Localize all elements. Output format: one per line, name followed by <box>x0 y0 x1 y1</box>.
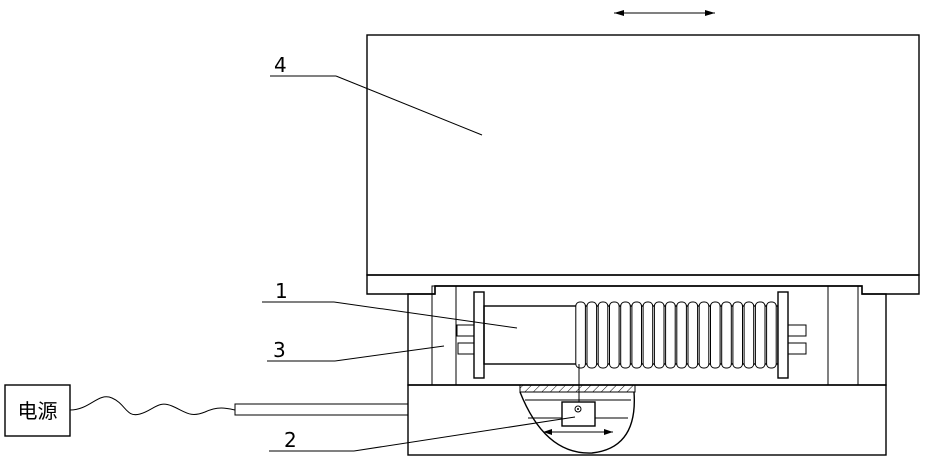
coil-turn <box>620 301 631 369</box>
label-part-4: 4 <box>274 53 287 77</box>
coil-turn <box>754 301 766 369</box>
power-source-label: 电源 <box>18 399 58 423</box>
power-wire <box>69 396 236 416</box>
label-part-2: 2 <box>284 428 297 452</box>
upper-block <box>366 34 920 295</box>
coil-turn <box>665 301 676 369</box>
cable-conduit <box>234 403 409 416</box>
coil-turn <box>586 301 598 369</box>
coil-turn <box>642 301 654 369</box>
coil-turn <box>676 301 687 369</box>
base-block <box>407 384 887 456</box>
power-source: 电源 <box>4 384 71 437</box>
coil-turn <box>575 301 586 369</box>
coil-turn <box>687 301 699 369</box>
motion-arrow-top <box>614 10 715 16</box>
coil-turn <box>698 301 710 369</box>
leader-lines <box>262 75 576 452</box>
shaft-assembly <box>456 291 807 379</box>
coil-turn <box>721 301 732 369</box>
label-part-3: 3 <box>273 338 286 362</box>
coil-turn <box>732 301 744 369</box>
coil-turn <box>766 301 777 369</box>
coil-turn <box>710 301 721 369</box>
coil-turn <box>631 301 643 369</box>
coil-turn <box>743 301 755 369</box>
coil-winding <box>575 301 777 369</box>
coil-turn <box>609 301 620 369</box>
slider-window <box>519 364 636 454</box>
coil-turn <box>597 301 609 369</box>
label-part-1: 1 <box>275 279 288 303</box>
coil-turn <box>653 301 665 369</box>
